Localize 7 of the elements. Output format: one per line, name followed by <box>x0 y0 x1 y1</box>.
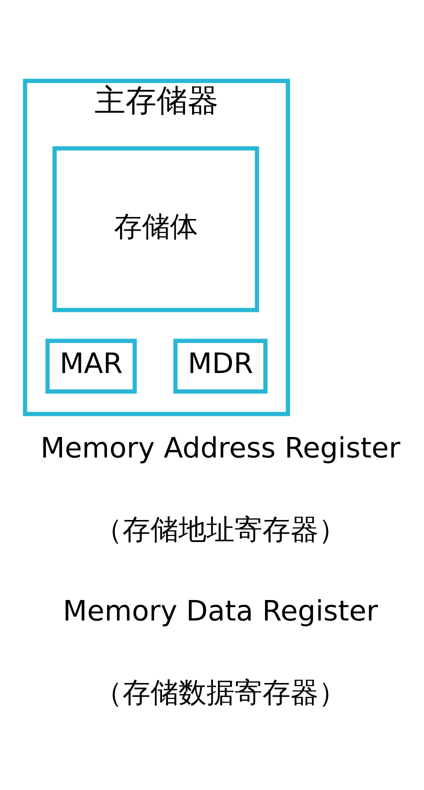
node-box: MAR <box>45 338 137 394</box>
node-box: MDR <box>173 338 268 394</box>
node-box: 存储体 <box>52 146 260 312</box>
label: Memory Data Register <box>62 594 378 628</box>
label: Memory Address Register <box>40 432 400 465</box>
label: （存储地址寄存器） <box>94 513 346 546</box>
label: （存储数据寄存器） <box>94 676 346 710</box>
